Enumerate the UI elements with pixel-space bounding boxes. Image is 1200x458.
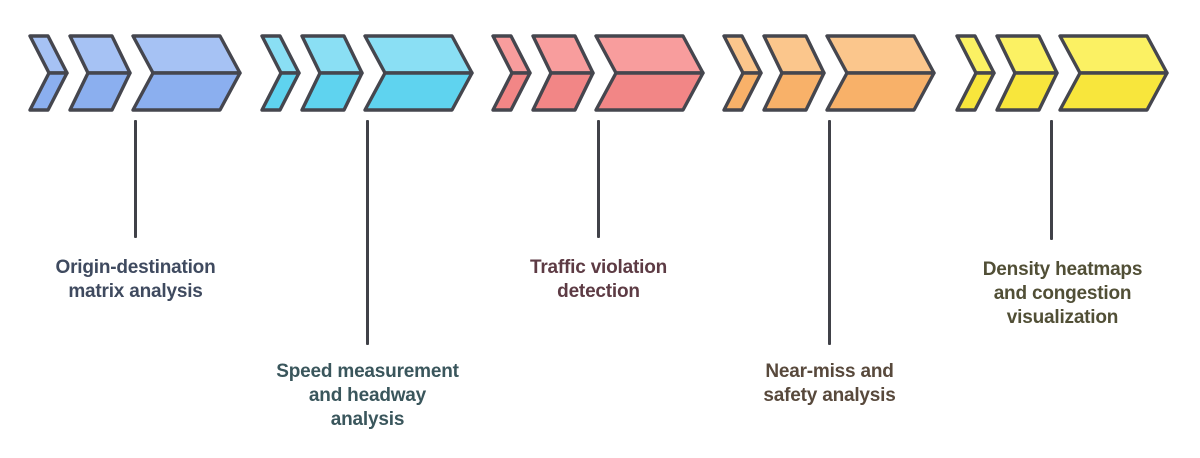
connector-line: [828, 120, 831, 345]
stage-label-origin-destination: Origin-destination matrix analysis: [55, 257, 216, 302]
stage-label-density-heatmaps: Density heatmaps and congestion visualiz…: [982, 259, 1143, 328]
connector-line: [1049, 120, 1053, 240]
stage-group-density-heatmaps: Density heatmaps and congestion visualiz…: [955, 34, 1169, 328]
chevron-arrows-icon: [260, 34, 474, 112]
stage-group-speed-measurement: Speed measurement and headway analysis: [260, 34, 474, 430]
chevron-arrows-icon: [28, 34, 242, 112]
stage-group-traffic-violation: Traffic violation detection: [491, 34, 705, 302]
chevron-arrows-icon: [722, 34, 936, 112]
stage-label-speed-measurement: Speed measurement and headway analysis: [276, 361, 459, 430]
stage-group-near-miss: Near-miss and safety analysis: [722, 34, 936, 406]
connector-line: [597, 120, 600, 238]
stage-label-traffic-violation: Traffic violation detection: [529, 257, 668, 302]
stage-group-origin-destination: Origin-destination matrix analysis: [28, 34, 242, 302]
chevron-arrows-icon: [491, 34, 705, 112]
connector-line: [366, 120, 369, 345]
stage-label-near-miss: Near-miss and safety analysis: [763, 361, 896, 406]
chevron-arrows-icon: [955, 34, 1169, 112]
connector-line: [134, 120, 137, 238]
